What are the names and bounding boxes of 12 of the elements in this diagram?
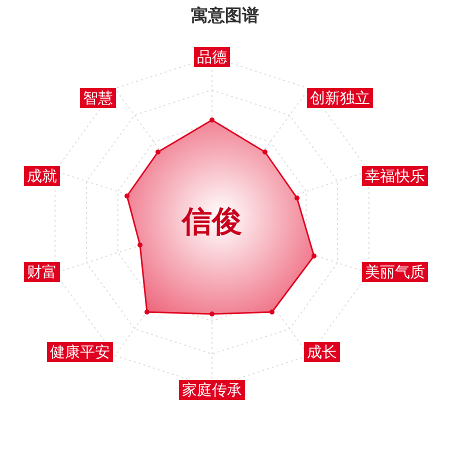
axis-label: 品德	[194, 47, 230, 67]
chart-title: 寓意图谱	[191, 6, 259, 26]
axis-label: 家庭传承	[179, 380, 245, 400]
axis-label: 成长	[304, 342, 340, 362]
axis-label: 财富	[24, 262, 60, 282]
axis-label: 健康平安	[47, 342, 113, 362]
axis-label: 创新独立	[307, 88, 373, 108]
axis-label: 成就	[24, 166, 60, 186]
axis-label: 幸福快乐	[362, 166, 428, 186]
axis-label: 美丽气质	[362, 262, 428, 282]
axis-label: 智慧	[80, 88, 116, 108]
center-name: 信俊	[182, 204, 242, 242]
